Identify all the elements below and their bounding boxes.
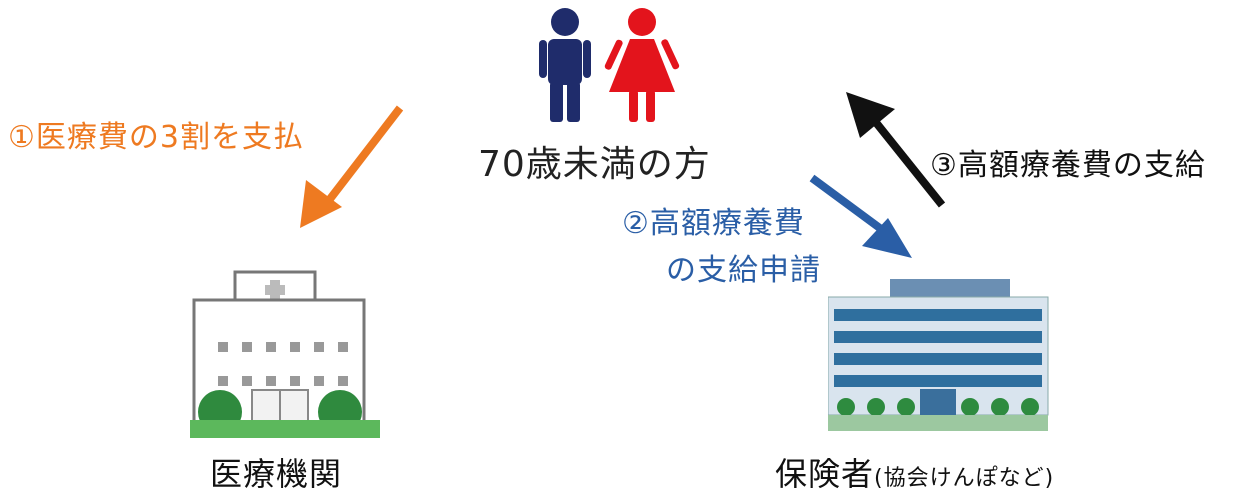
arrow-patient-to-hospital [300,105,404,228]
step3-label: ③高額療養費の支給 [930,148,1206,183]
arrow-patient-to-insurer [809,174,912,258]
arrow-insurer-to-patient [846,92,946,208]
step2-label-line1: ②高額療養費 [622,206,805,241]
step1-label: ①医療費の3割を支払 [8,120,304,155]
male-icon [539,8,591,122]
insurer-building-icon [828,279,1049,431]
female-icon [604,8,680,122]
person-icons [539,8,680,122]
insurer-name: 保険者 [775,455,875,493]
hospital-icon [190,270,380,438]
insurer-label: 保険者(協会けんぽなど) [775,449,1054,495]
person-label: 70歳未満の方 [478,144,711,185]
hospital-label: 医療機関 [210,455,343,493]
step2-label-line2: の支給申請 [666,253,821,288]
insurer-example: (協会けんぽなど) [874,466,1055,491]
